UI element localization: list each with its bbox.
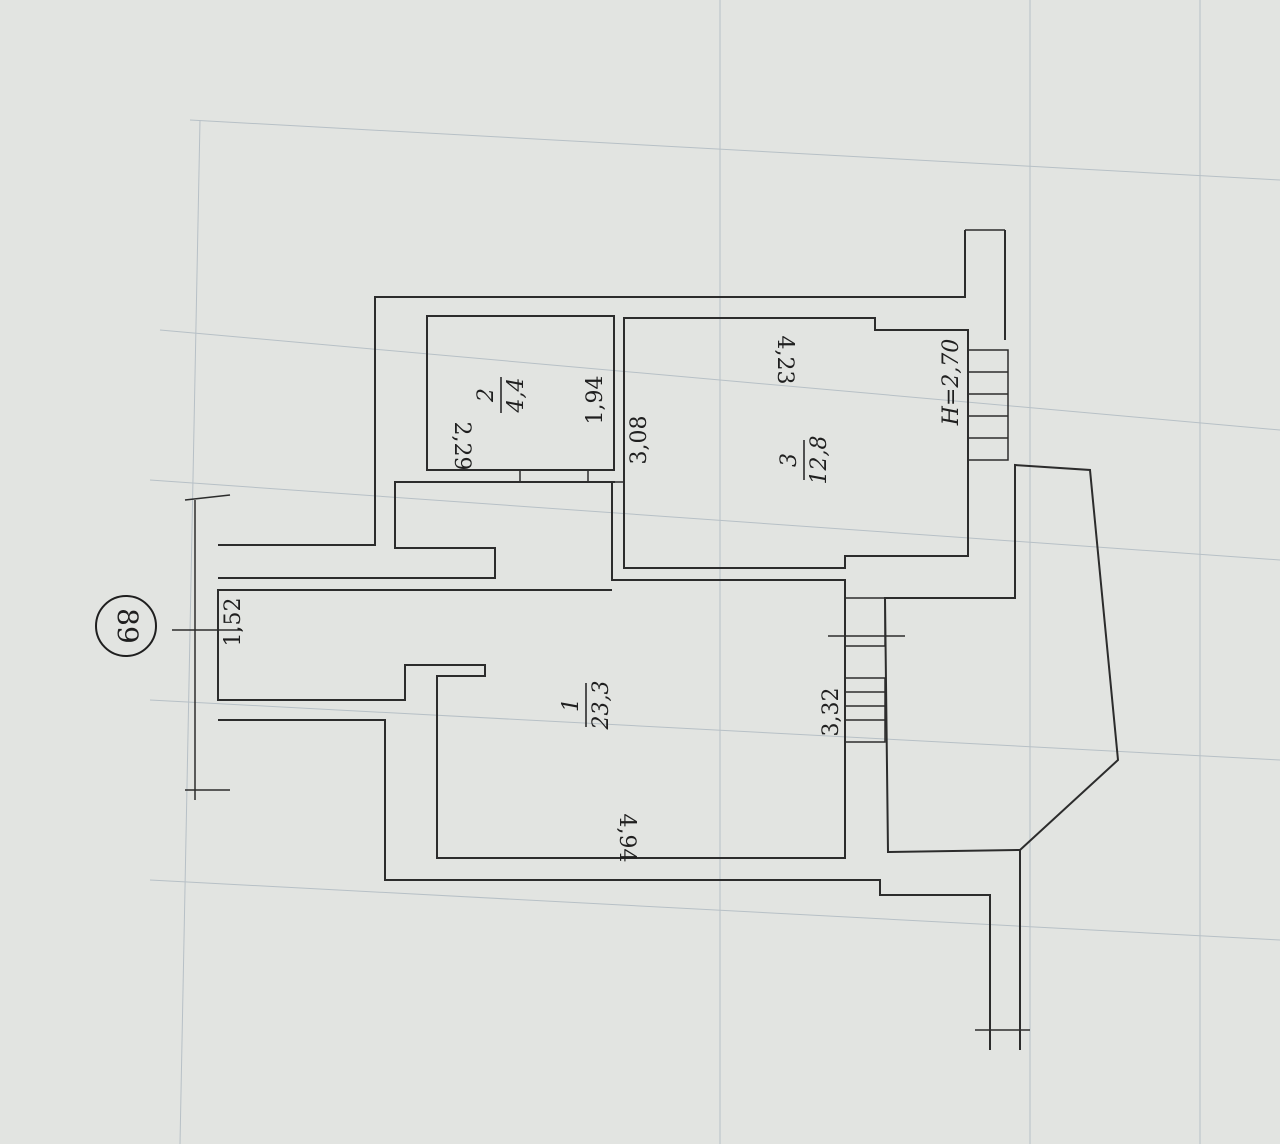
room-2-label: 2 4,4 xyxy=(474,377,529,414)
apartment-number-badge: 89 xyxy=(95,595,157,657)
ceiling-height-label: H=2,70 xyxy=(939,339,964,427)
svg-text:89: 89 xyxy=(111,608,144,644)
entrance-width-label: 1,52 xyxy=(221,598,246,647)
svg-text:2: 2 xyxy=(474,388,499,403)
balcony-outline xyxy=(883,463,1120,854)
room-2-width-label: 1,94 xyxy=(583,376,608,425)
exterior-walls xyxy=(218,230,1021,1050)
room-1-label: 1 23,3 xyxy=(559,681,614,731)
svg-text:4,4: 4,4 xyxy=(504,378,529,414)
room-1-width-label: 3,32 xyxy=(819,688,844,737)
room-3-length-label: 4,23 xyxy=(772,336,797,385)
room-2-length-label: 2,29 xyxy=(449,422,474,471)
room-3-outline xyxy=(623,317,969,569)
svg-text:23,3: 23,3 xyxy=(589,681,614,731)
svg-text:1: 1 xyxy=(559,698,584,712)
svg-text:12,8: 12,8 xyxy=(807,436,832,485)
entrance-break-lines xyxy=(172,229,1030,1031)
window-room-3 xyxy=(967,349,1009,461)
room-3-width-label: 3,08 xyxy=(627,416,652,465)
svg-text:3: 3 xyxy=(777,453,802,467)
room-1-length-label: 4,94 xyxy=(614,814,639,863)
room-3-label: 3 12,8 xyxy=(777,436,832,485)
room-1-outline xyxy=(217,482,846,859)
paper-grid xyxy=(149,0,1280,1144)
window-room-1 xyxy=(844,677,886,743)
